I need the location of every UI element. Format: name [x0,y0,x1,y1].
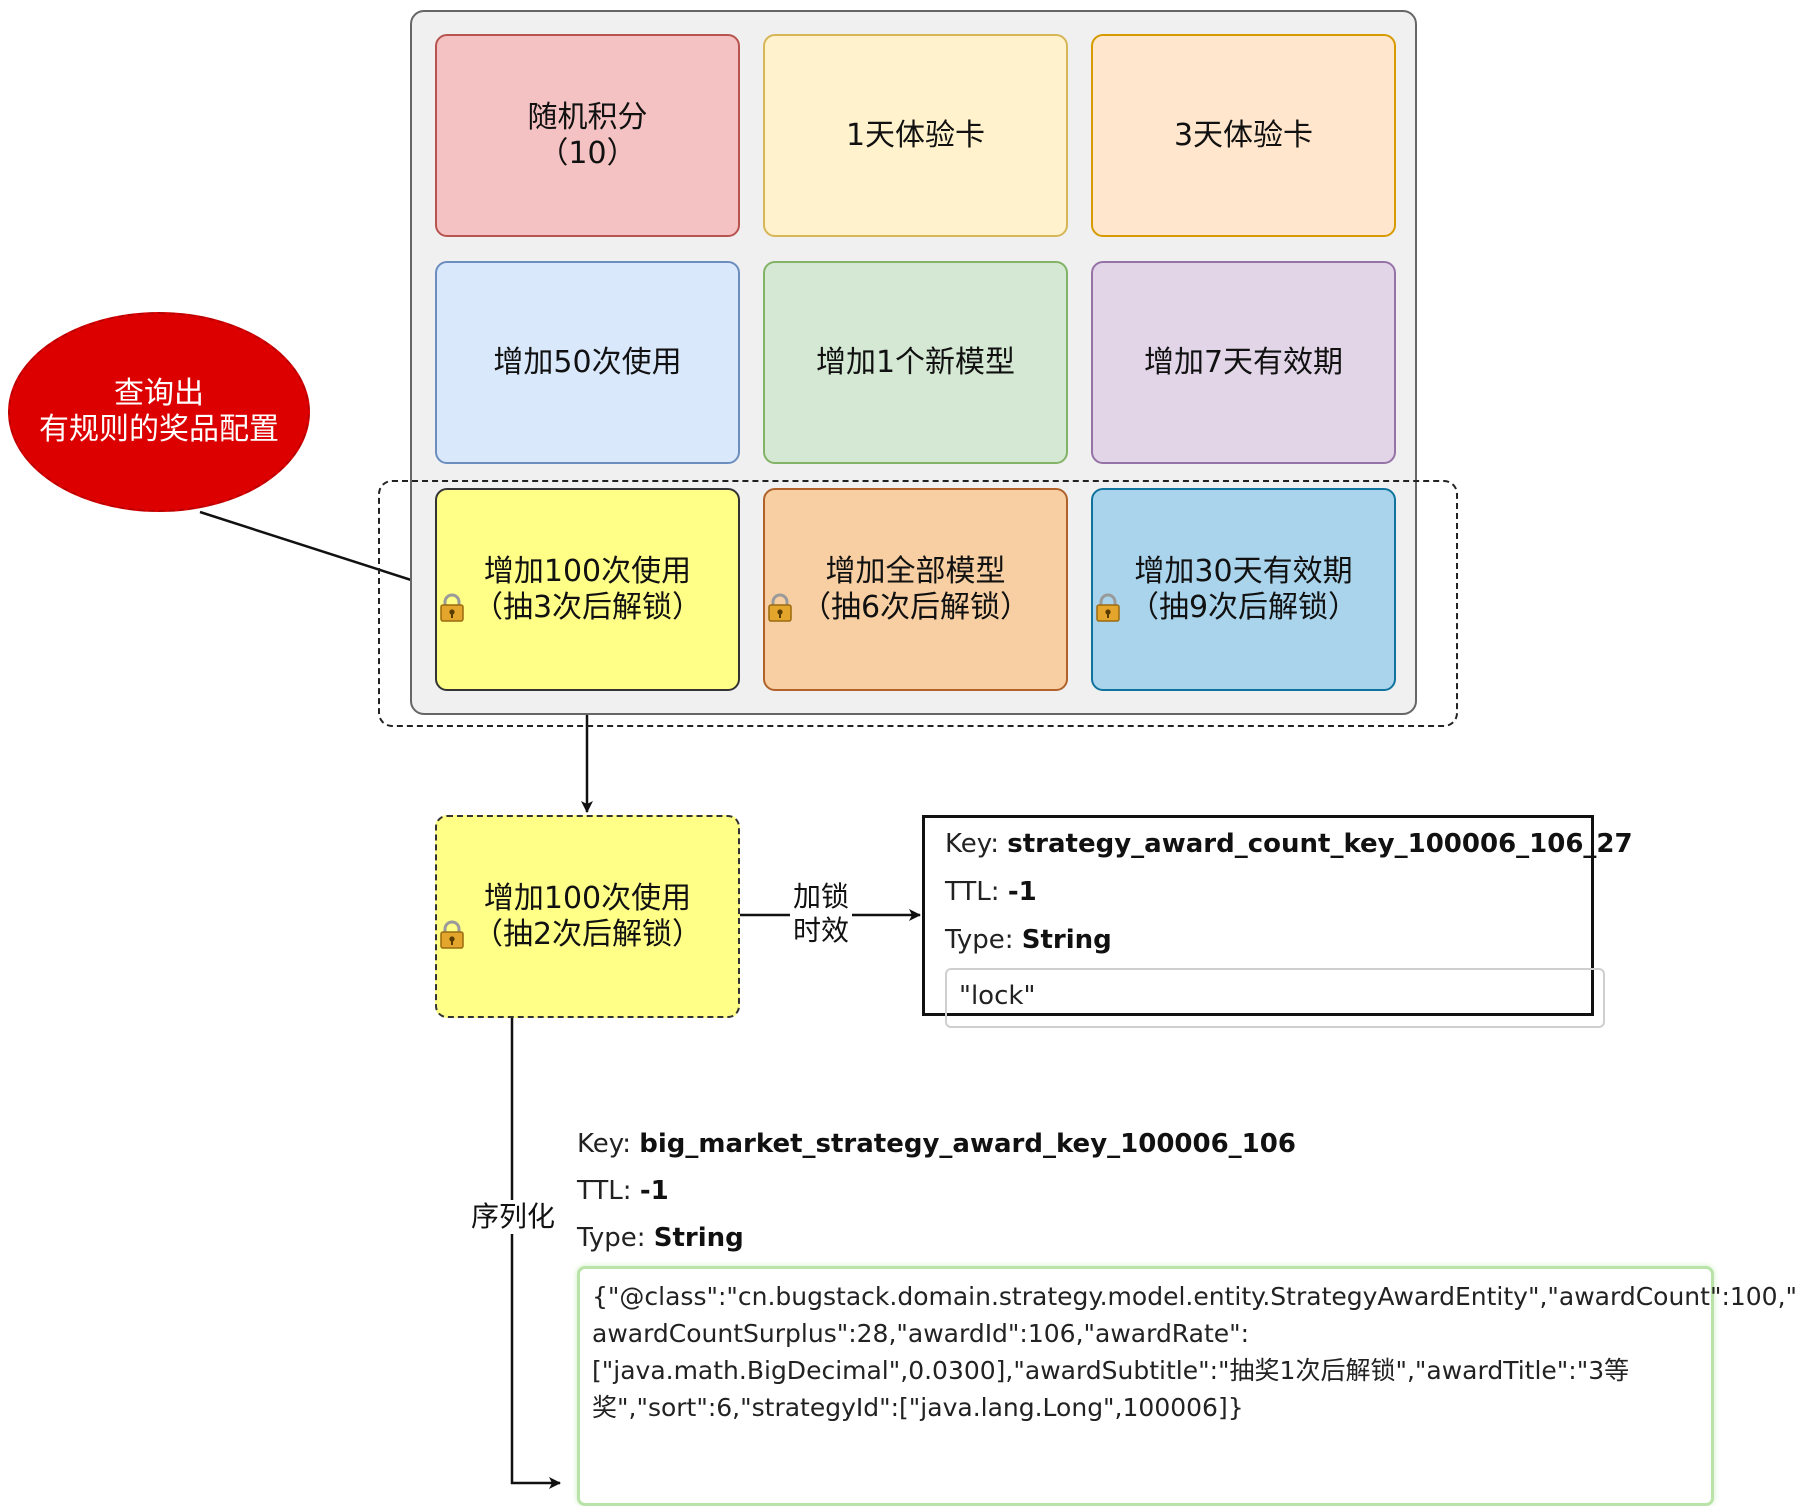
count-ttl-row: TTL: -1 [945,877,1037,907]
award-label: 增加50次使用 [493,344,682,380]
award-sub: （抽3次后解锁） [472,589,703,625]
award-key-row: Key: big_market_strategy_award_key_10000… [577,1129,1296,1159]
award-label: 1天体验卡 [845,117,986,153]
award-card-30day-validity: 增加30天有效期 （抽9次后解锁） [1091,488,1396,691]
arrow-query-to-award [199,510,437,591]
json-line: awardCountSurplus":28,"awardId":106,"awa… [592,1319,1250,1348]
award-sub: （抽9次后解锁） [1128,589,1359,625]
award-card-all-models: 增加全部模型 （抽6次后解锁） [763,488,1068,691]
award-ttl-row: TTL: -1 [577,1176,669,1206]
award-label: 增加1个新模型 [815,344,1016,380]
json-line: ["java.math.BigDecimal",0.0300],"awardSu… [592,1356,1630,1385]
award-label: 增加7天有效期 [1143,344,1344,380]
award-card-1-new-model: 增加1个新模型 [763,261,1068,464]
award-card-50-uses: 增加50次使用 [435,261,740,464]
award-label: 3天体验卡 [1173,117,1314,153]
count-type-row: Type: String [945,925,1112,955]
award-card-random-points: 随机积分 （10） [435,34,740,237]
award-type-row: Type: String [577,1223,744,1253]
edge-label-serialize: 序列化 [470,1200,556,1234]
query-line-2: 有规则的奖品配置 [39,412,279,447]
award-sub: （10） [538,135,637,171]
count-value-box: "lock" [945,968,1605,1028]
lock-icon [1093,593,1123,623]
lock-icon [437,593,467,623]
award-json-value-box: {"@class":"cn.bugstack.domain.strategy.m… [577,1266,1797,1506]
json-line: 奖","sort":6,"strategyId":["java.lang.Lon… [592,1393,1244,1422]
selected-award-card: 增加100次使用 （抽2次后解锁） [435,815,740,1018]
redis-count-key-panel: Key: strategy_award_count_key_100006_106… [922,815,1633,1028]
award-label: 增加100次使用 [483,553,692,589]
count-key-row: Key: strategy_award_count_key_100006_106… [945,829,1633,859]
query-line-1: 查询出 [114,376,204,411]
arrow-selected-to-award-key [510,1015,561,1489]
award-card-100-uses: 增加100次使用 （抽3次后解锁） [435,488,740,691]
json-line: {"@class":"cn.bugstack.domain.strategy.m… [592,1282,1797,1311]
award-label: 增加30天有效期 [1134,553,1353,589]
award-label: 增加全部模型 [825,553,1006,589]
edge-label-lock-ttl: 加锁 时效 [790,880,852,948]
award-card-1day-trial: 1天体验卡 [763,34,1068,237]
award-card-3day-trial: 3天体验卡 [1091,34,1396,237]
award-label: 增加100次使用 [483,880,692,916]
locked-awards-group [378,480,1458,727]
award-sub: （抽6次后解锁） [800,589,1031,625]
query-rule-awards-node: 查询出 有规则的奖品配置 [8,312,310,512]
award-label: 随机积分 [527,99,648,135]
lock-icon [437,920,467,950]
lock-icon [765,593,795,623]
award-sub: （抽2次后解锁） [472,916,703,952]
award-card-7day-validity: 增加7天有效期 [1091,261,1396,464]
